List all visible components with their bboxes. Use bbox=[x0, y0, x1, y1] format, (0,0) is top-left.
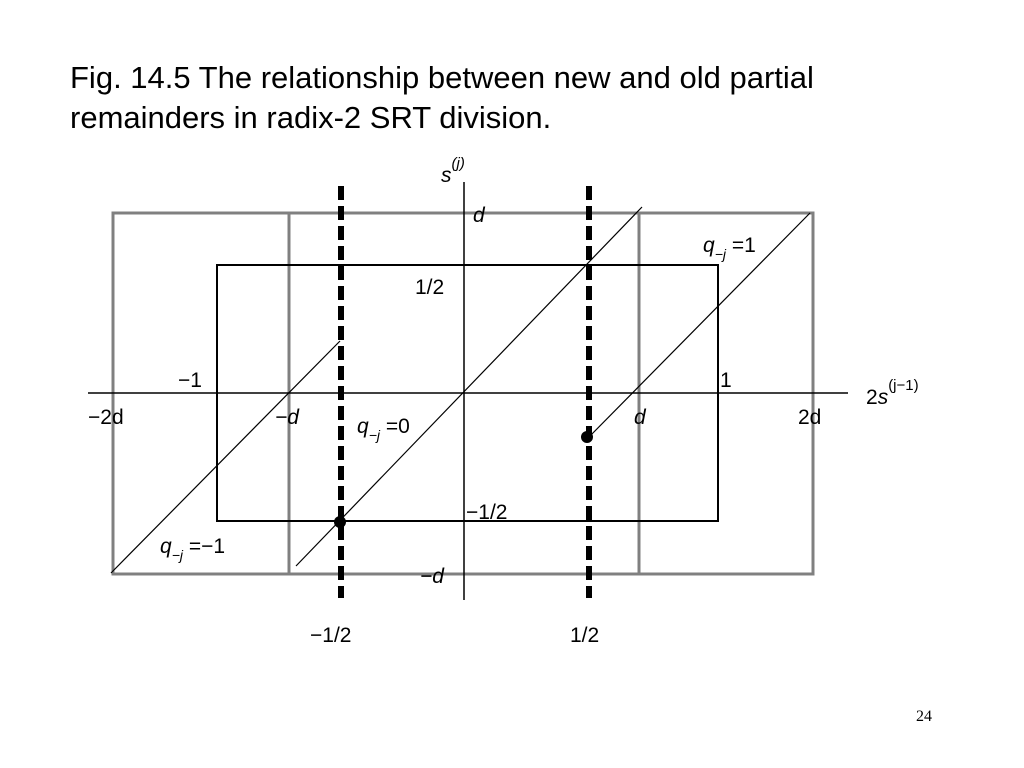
diagonal-q-plus bbox=[586, 212, 811, 440]
label-x-one: 1 bbox=[720, 369, 732, 392]
title-line-2: remainders in radix-2 SRT division. bbox=[70, 100, 552, 135]
label-y-neg-half: −1/2 bbox=[466, 501, 507, 524]
label-x-d: d bbox=[634, 406, 647, 429]
label-y-half: 1/2 bbox=[415, 276, 444, 299]
label-x-2d: 2d bbox=[798, 406, 821, 429]
y-axis-label: s(j) bbox=[441, 155, 465, 187]
region-label-q-zero: q−j =0 bbox=[357, 415, 410, 443]
x-axis-label: 2s(j−1) bbox=[866, 377, 919, 409]
title-line-1: Fig. 14.5 The relationship between new a… bbox=[70, 60, 814, 95]
diagonal-q-zero bbox=[295, 206, 643, 567]
point-half bbox=[581, 431, 593, 443]
label-x-neg-d: −d bbox=[275, 406, 300, 429]
point-neg-half bbox=[334, 516, 346, 528]
label-x-neg-2d: −2d bbox=[88, 406, 124, 429]
label-top-d: d bbox=[473, 204, 486, 227]
slide-title: Fig. 14.5 The relationship between new a… bbox=[70, 58, 970, 138]
diagonal-q-minus bbox=[110, 340, 341, 574]
label-y-neg-d: −d bbox=[420, 565, 445, 588]
region-label-q-plus: q−j =1 bbox=[703, 234, 756, 262]
page-number: 24 bbox=[916, 708, 932, 725]
label-x-neg-one: −1 bbox=[178, 369, 202, 392]
region-label-q-minus: q−j =−1 bbox=[160, 535, 225, 563]
label-threshold-neg-half: −1/2 bbox=[310, 624, 351, 647]
label-threshold-half: 1/2 bbox=[570, 624, 599, 647]
